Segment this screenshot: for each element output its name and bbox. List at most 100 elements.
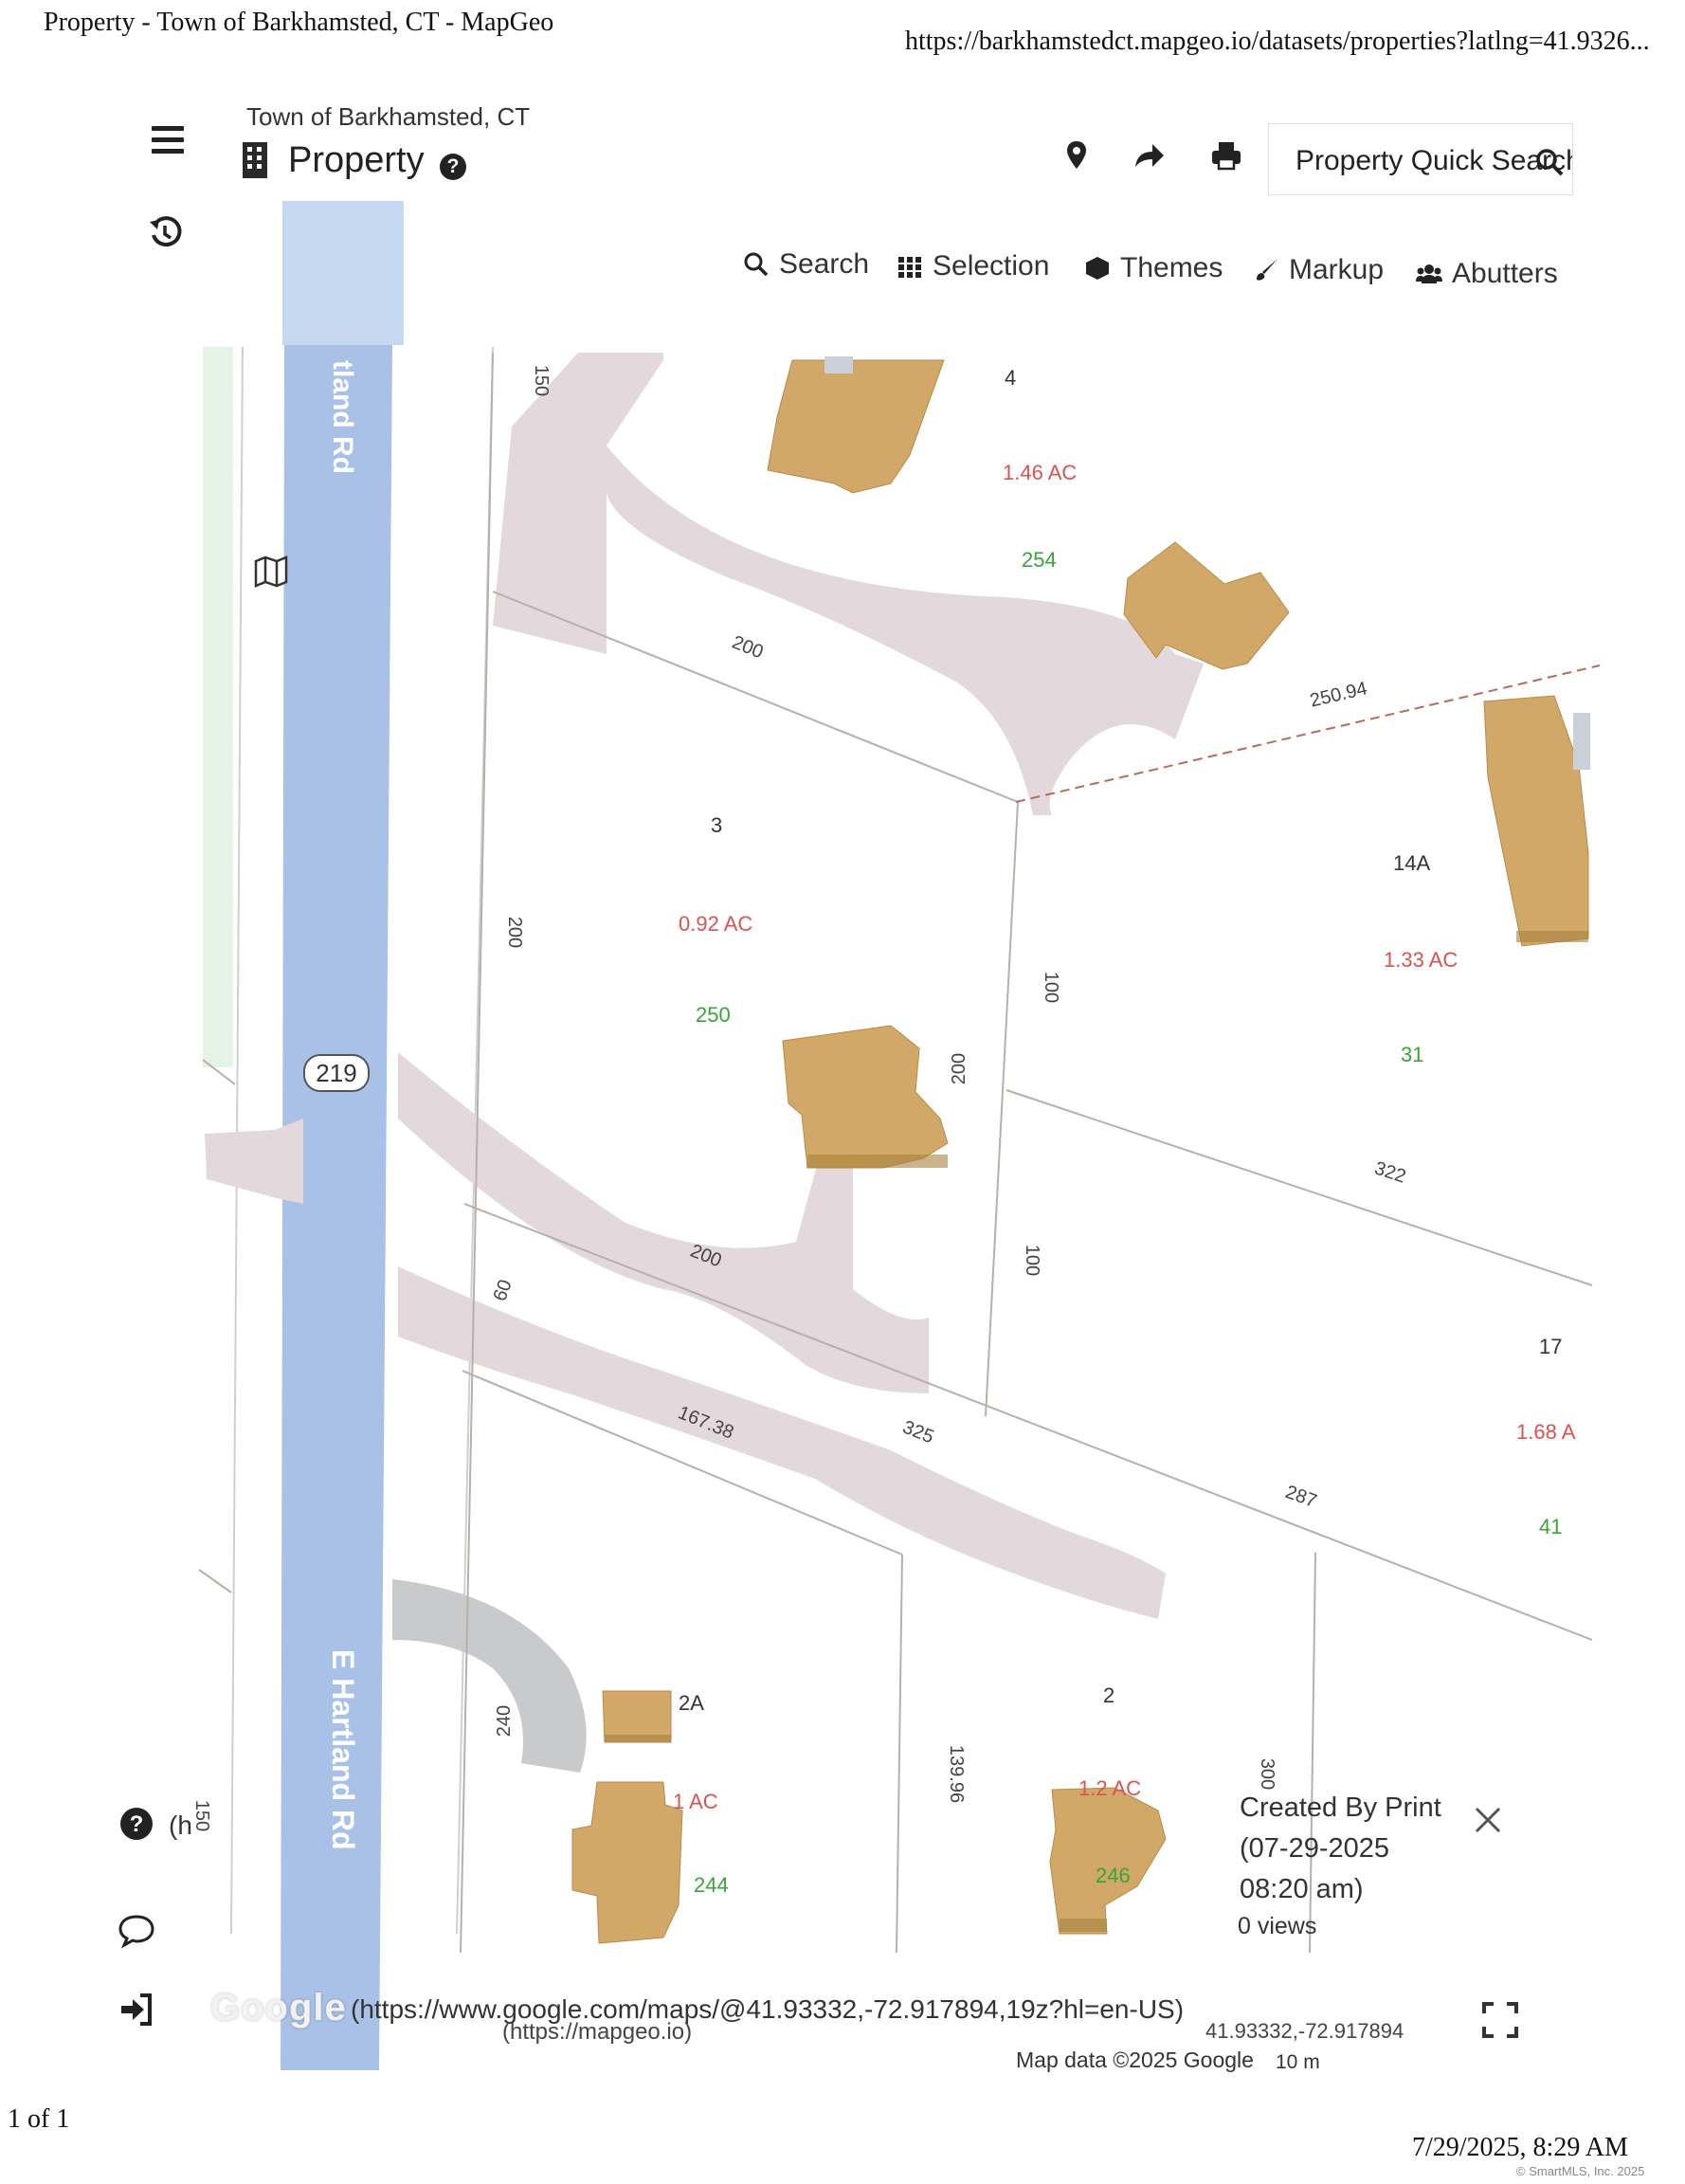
parcel-number: 244 [694, 1873, 729, 1897]
scale-label: 10 m [1276, 2051, 1320, 2073]
created-line-1: Created By Print [1240, 1793, 1441, 1823]
parcel-acres: 1.46 AC [1003, 461, 1078, 484]
building-icon [243, 142, 267, 178]
help-link-text[interactable]: (h [169, 1811, 192, 1840]
driveway-lower [398, 1266, 1166, 1619]
created-line-3: 08:20 am) [1240, 1874, 1364, 1904]
parcel-number: 246 [1096, 1864, 1131, 1887]
close-icon[interactable] [1471, 1803, 1505, 1837]
selection-tool-label: Selection [933, 250, 1050, 282]
map-data-attribution: Map data ©2025 Google [1016, 2048, 1254, 2072]
building-parcel-2a-shed [602, 1690, 672, 1743]
building-parcel-14a [1483, 695, 1589, 947]
search-icon[interactable] [1535, 148, 1564, 176]
gray-driveway [392, 1579, 587, 1773]
print-page-url: https://barkhamstedct.mapgeo.io/datasets… [905, 27, 1650, 56]
building-parcel-2a [571, 1781, 683, 1944]
created-info: Created By Print (07-29-2025 08:20 am) [1240, 1788, 1441, 1910]
driveway-left [205, 1119, 303, 1204]
themes-tool-label: Themes [1120, 252, 1223, 283]
dimension-label: 240 [494, 1704, 516, 1738]
dimension-label: 300 [1257, 1757, 1278, 1791]
coordinates-readout: 41.93332,-72.917894 [1205, 2019, 1404, 2043]
parcel-id: 4 [1005, 366, 1017, 390]
building-shadow-2a-shed [605, 1735, 671, 1742]
road-main [281, 345, 392, 2070]
google-maps-link[interactable]: (https://www.google.com/maps/@41.93332,-… [351, 1994, 1185, 2024]
markup-tool-label: Markup [1289, 254, 1385, 285]
dimension-label: 139.96 [946, 1744, 968, 1804]
sign-in-icon[interactable] [118, 1991, 155, 2029]
quick-search-input[interactable]: Property Quick Search [1268, 123, 1573, 195]
green-strip [203, 347, 233, 1067]
abutters-tool-label: Abutters [1452, 258, 1558, 289]
easement-line [1015, 664, 1601, 803]
page-title: Property [288, 140, 425, 180]
parcel-acres: 0.92 AC [679, 912, 753, 936]
fullscreen-icon[interactable] [1480, 2000, 1520, 2040]
created-line-2: (07-29-2025 [1240, 1833, 1389, 1864]
print-icon[interactable] [1209, 138, 1243, 173]
parcel-id: 17 [1539, 1335, 1563, 1358]
smartmls-watermark: © SmartMLS, Inc. 2025 [1516, 2164, 1645, 2178]
town-name: Town of Barkhamsted, CT [246, 102, 531, 131]
road-label-bottom: E Hartland Rd [326, 1649, 360, 1850]
neighbor-edge-top [824, 356, 853, 373]
building-parcel-4-east [1123, 541, 1290, 670]
driveway-middle [398, 1052, 929, 1393]
dimension-label: 100 [1022, 1244, 1043, 1277]
driveway-top [493, 353, 1204, 815]
brush-icon [1257, 259, 1277, 281]
route-shield: 219 [303, 1054, 370, 1092]
building-shadow-14a [1516, 931, 1588, 942]
parcel-lines [198, 352, 1593, 1954]
selection-tool-button[interactable]: Selection [897, 250, 1049, 282]
comment-icon[interactable] [118, 1911, 155, 1949]
road-upper [282, 201, 404, 345]
map-marker-icon[interactable] [1060, 138, 1094, 173]
help-icon[interactable]: ? [440, 154, 466, 180]
dimension-label: 200 [504, 916, 526, 949]
dimension-label: 100 [1041, 971, 1062, 1004]
dimension-label: 150 [531, 364, 553, 397]
dimension-label: 200 [949, 1052, 970, 1085]
building-parcel-3 [782, 1025, 949, 1169]
parcel-id: 2A [679, 1691, 704, 1715]
parcel-acres: 1.2 AC [1078, 1776, 1142, 1800]
history-icon[interactable] [148, 216, 182, 250]
parcel-number: 41 [1539, 1515, 1563, 1538]
parcel-acres: 1.68 A [1516, 1420, 1576, 1444]
parcel-number: 31 [1401, 1043, 1424, 1066]
abutters-tool-button[interactable]: Abutters [1416, 258, 1558, 290]
building-parcel-4 [767, 359, 945, 494]
grid-icon [898, 257, 921, 278]
view-count: 0 views [1238, 1913, 1317, 1939]
search-tool-label: Search [779, 248, 870, 280]
building-shadow-2 [1060, 1919, 1107, 1932]
share-icon[interactable] [1132, 138, 1166, 173]
print-date: 7/29/2025, 8:29 AM [1412, 2133, 1628, 2162]
search-icon [744, 252, 769, 277]
parcel-acres: 1 AC [673, 1790, 718, 1813]
themes-tool-button[interactable]: Themes [1084, 252, 1223, 284]
markup-tool-button[interactable]: Markup [1253, 254, 1384, 286]
dimension-label: 150 [191, 1799, 213, 1832]
users-icon [1416, 264, 1442, 283]
svg-text:?: ? [130, 1811, 144, 1837]
parcel-id: 2 [1103, 1684, 1115, 1707]
menu-icon[interactable] [152, 126, 184, 155]
print-page-title: Property - Town of Barkhamsted, CT - Map… [44, 8, 554, 37]
cube-icon [1086, 257, 1109, 280]
parcel-number: 254 [1022, 548, 1057, 572]
map-icon[interactable] [254, 555, 288, 588]
building-shadow-3 [807, 1155, 948, 1168]
parcel-number: 250 [696, 1003, 731, 1027]
search-tool-button[interactable]: Search [743, 248, 869, 281]
mapgeo-link[interactable]: (https://mapgeo.io) [502, 2019, 693, 2045]
question-icon[interactable]: ? [118, 1805, 155, 1843]
parcel-id: 14A [1393, 851, 1431, 875]
google-logo: Google [210, 1987, 347, 2029]
building-parcel-2 [1049, 1787, 1167, 1935]
print-page-number: 1 of 1 [8, 2104, 70, 2134]
